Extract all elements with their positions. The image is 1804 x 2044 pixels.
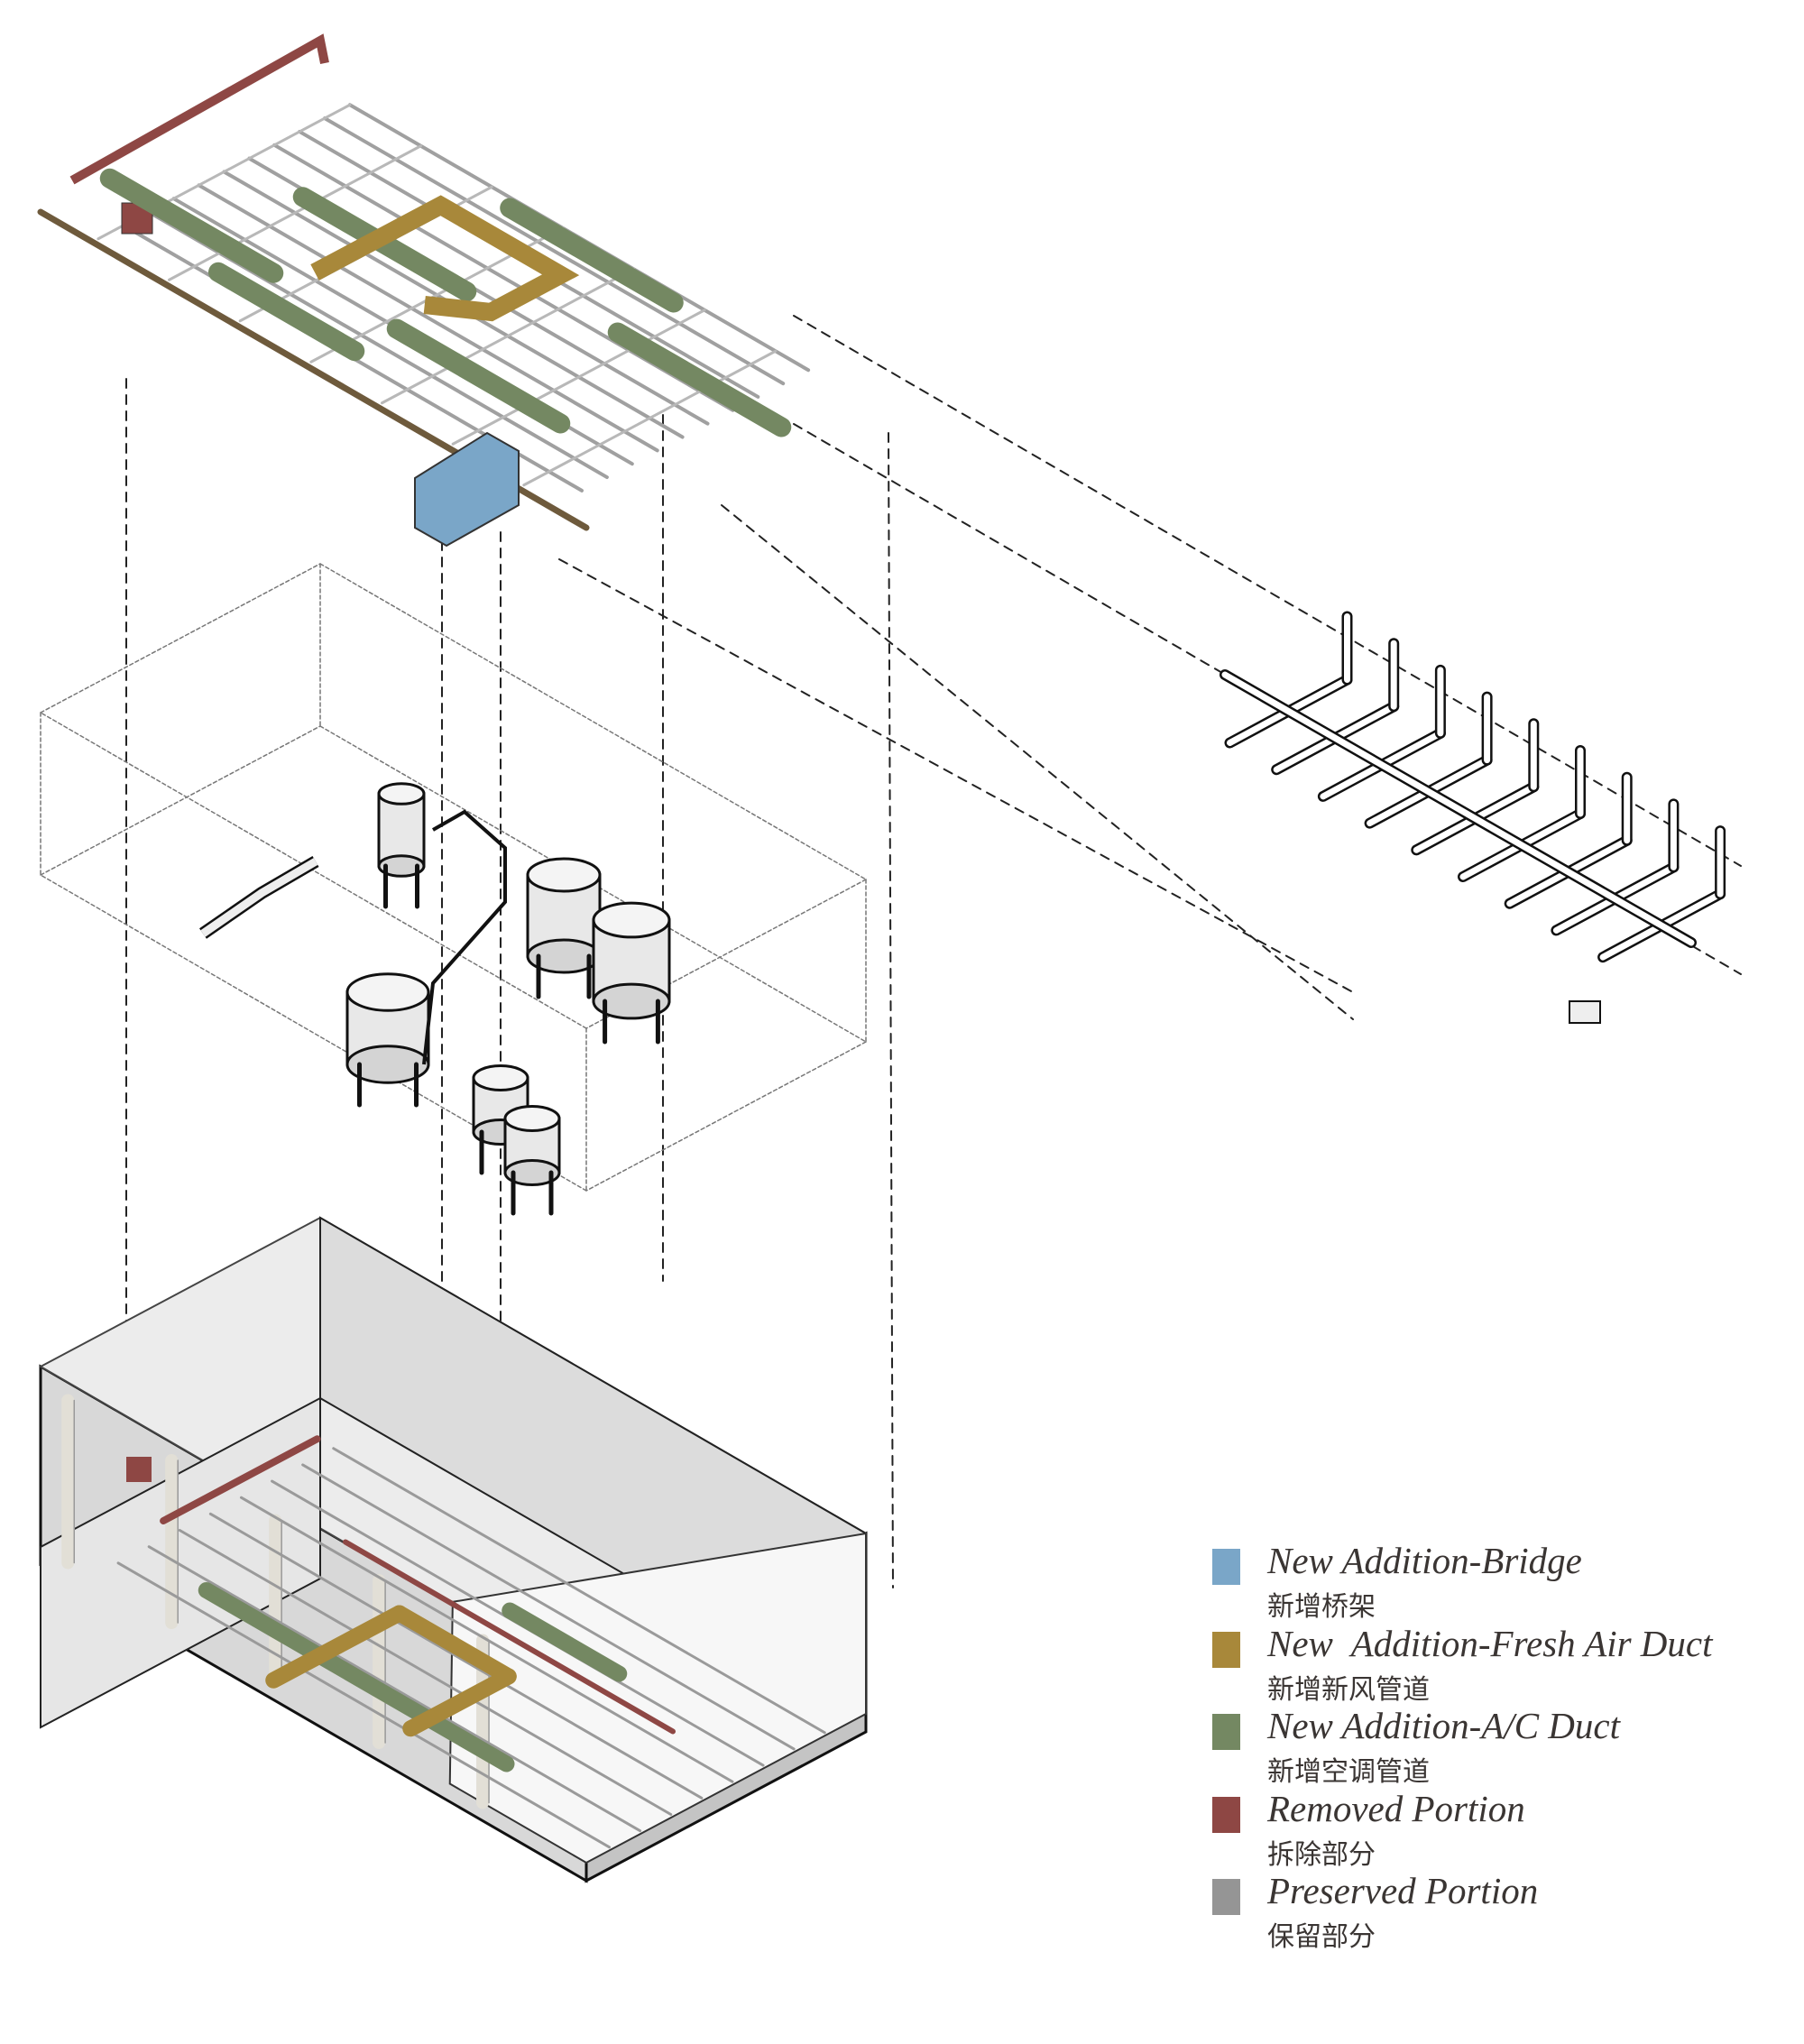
tank-bottom	[592, 982, 671, 1020]
pipe	[381, 267, 635, 405]
outline-edge	[585, 879, 867, 1029]
pipe	[197, 183, 659, 453]
legend-label-en: New Addition-Fresh Air Duct	[1267, 1622, 1713, 1664]
projection-line	[888, 432, 894, 1588]
fresh-air-duct	[265, 1605, 408, 1689]
removed-pipe	[69, 33, 329, 185]
ac-duct	[208, 262, 365, 362]
outline-edge	[40, 712, 587, 1029]
legend-swatch-preserved	[1212, 1879, 1240, 1915]
bridge-spine-fill	[1221, 671, 1695, 946]
legend-label-zh: 拆除部分	[1267, 1838, 1376, 1871]
fresh-air-duct	[402, 1668, 517, 1737]
legend-label-zh: 新增桥架	[1267, 1591, 1376, 1623]
tank-top	[526, 857, 602, 893]
tank-bottom	[503, 1159, 561, 1186]
new-duct-layer	[37, 33, 811, 548]
projection-line	[558, 558, 1354, 993]
pipe	[522, 349, 778, 487]
exploded-bridge-frame	[1220, 611, 1726, 1024]
legend-label-en: New Addition-A/C Duct	[1267, 1705, 1621, 1746]
ac-duct	[99, 168, 284, 283]
tank-top	[592, 901, 671, 939]
legend-swatch-fresh-air-duct	[1212, 1631, 1240, 1668]
tank-top	[345, 972, 430, 1012]
legend-label-zh: 新增新风管道	[1267, 1673, 1430, 1706]
equipment-layer-outline	[40, 563, 867, 1216]
bridge-box	[1569, 1000, 1601, 1024]
existing-pipe	[332, 1447, 826, 1735]
new-bridge-box	[414, 431, 520, 548]
tank-top	[377, 782, 426, 806]
legend-label-en: New Addition-Bridge	[1267, 1540, 1582, 1581]
outline-edge	[319, 563, 867, 880]
existing-pipe	[239, 1496, 734, 1783]
legend-label-zh: 保留部分	[1267, 1921, 1376, 1953]
tank-bottom	[377, 854, 426, 878]
outline-edge	[585, 1041, 867, 1192]
pipe	[323, 116, 786, 386]
legend-swatch-removed	[1212, 1796, 1240, 1833]
fresh-air-duct	[391, 1605, 517, 1685]
legend-label-en: Removed Portion	[1267, 1787, 1525, 1829]
pipe	[451, 308, 706, 446]
pipe-equipment-fill	[200, 858, 318, 937]
ac-duct	[386, 318, 571, 434]
legend-label-en: Preserved Portion	[1267, 1870, 1539, 1911]
legend-swatch-bridge	[1212, 1549, 1240, 1585]
existing-pipe	[116, 1561, 612, 1849]
ac-duct	[500, 198, 684, 313]
removed-pipe	[160, 1435, 321, 1524]
ac-duct	[607, 322, 792, 437]
ac-duct	[198, 1582, 515, 1772]
pipe	[168, 144, 423, 281]
existing-pipe	[301, 1463, 796, 1751]
tank-top	[503, 1105, 561, 1132]
existing-pipe	[147, 1545, 642, 1833]
removed-pipe	[343, 1539, 676, 1735]
ac-duct	[502, 1602, 628, 1682]
existing-pipe	[208, 1512, 704, 1800]
projection-line	[793, 315, 1742, 867]
existing-pipe	[178, 1529, 673, 1816]
outline-edge	[40, 563, 321, 714]
legend-label-zh: 新增空调管道	[1267, 1756, 1430, 1788]
left-wall	[40, 1396, 321, 1729]
outline-edge	[40, 725, 321, 876]
tank-bottom	[345, 1045, 430, 1084]
legend-swatch-ac-duct	[1212, 1714, 1240, 1750]
pipe-run	[422, 809, 507, 1065]
existing-building-layer	[38, 1216, 869, 1883]
tank-top	[472, 1064, 529, 1091]
fresh-air-duct	[310, 195, 580, 322]
projection-line	[721, 504, 1354, 1020]
removed-equipment-box	[126, 1457, 152, 1482]
